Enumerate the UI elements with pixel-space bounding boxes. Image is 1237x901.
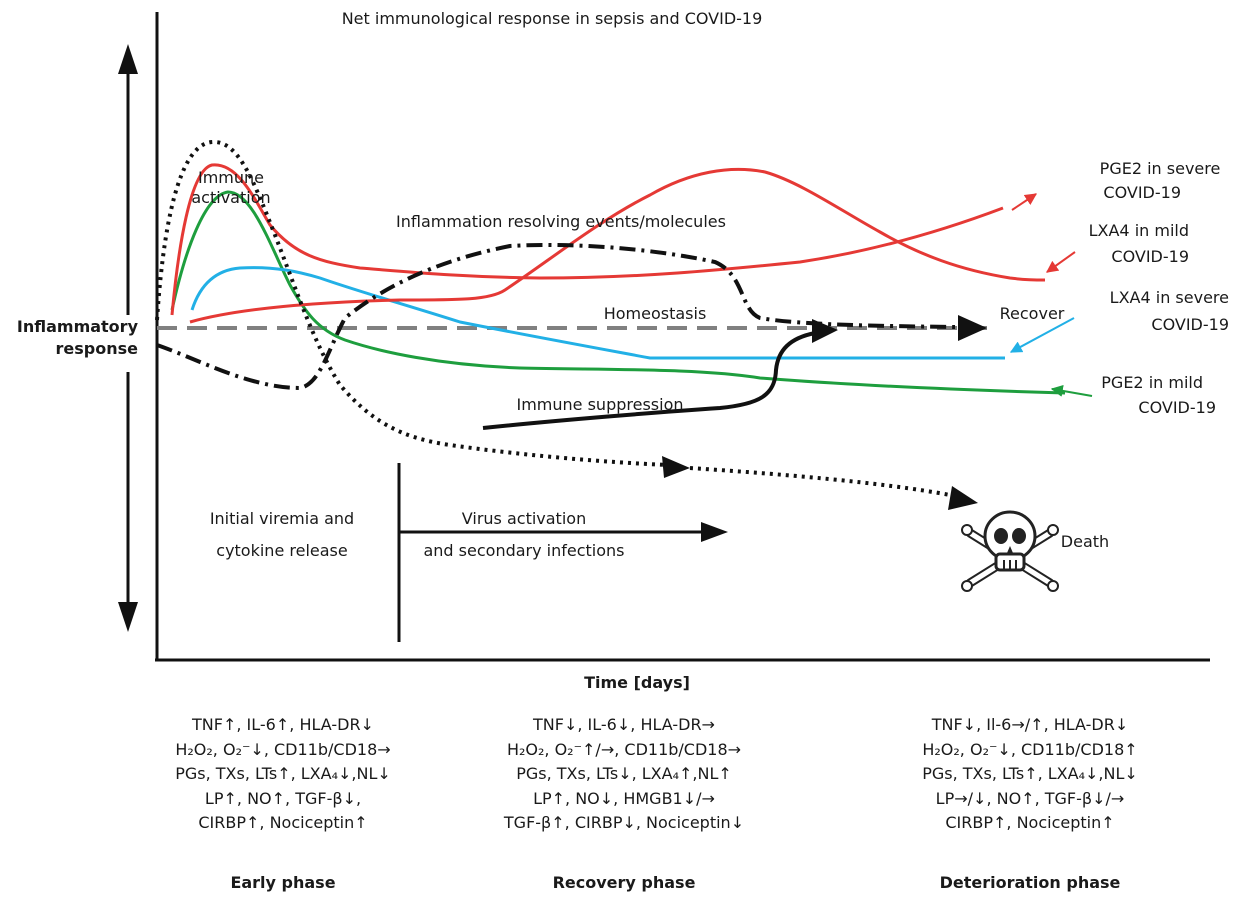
marker-line: H₂O₂, O₂⁻↓, CD11b/CD18→ [175,739,391,759]
legend-lxa4-mild-2: COVID-19 [1111,247,1189,266]
x-axis-label: Time [days] [584,673,690,692]
recovery-phase-title: Recovery phase [552,873,696,892]
label-immune-activation-1: Immune [198,168,264,187]
arrow-head-recover [958,315,987,341]
label-homeostasis: Homeostasis [604,304,707,323]
legend-lxa4-mild-1: LXA4 in mild [1089,221,1189,240]
virus-activation-arrow-head [701,522,728,542]
legend-pge2-mild-2: COVID-19 [1138,398,1216,417]
early-phase-markers: TNF↑, IL-6↑, HLA-DR↓ H₂O₂, O₂⁻↓, CD11b/C… [133,713,433,836]
curve-lxa4-mild [170,163,1004,316]
label-inflammation-resolving: Inflammation resolving events/molecules [396,212,726,231]
arrow-head-immune-suppression [812,319,838,343]
legend-arrow-lxa4-mild [1046,251,1076,273]
label-recover: Recover [1000,304,1065,323]
label-death: Death [1061,532,1109,551]
marker-line: PGs, TXs, LTs↓, LXA₄↑,NL↑ [516,764,732,783]
deterioration-phase-markers: TNF↓, Il-6→/↑, HLA-DR↓ H₂O₂, O₂⁻↓, CD11b… [880,713,1180,836]
marker-line: H₂O₂, O₂⁻↓, CD11b/CD18↑ [922,739,1138,759]
curve-death-dotted-1 [155,139,669,467]
y-axis-label-line1: Inflammatory [17,317,139,336]
legend-lxa4-severe-1: LXA4 in severe [1110,288,1229,307]
arrow-head-death-end [948,486,978,510]
curve-resolving-dashdot [156,242,956,391]
marker-line: LP↑, NO↓, HMGB1↓/→ [533,788,715,808]
label-virus-activation-1: Virus activation [462,509,586,528]
deterioration-phase-title: Deterioration phase [939,873,1121,892]
label-viremia-2: cytokine release [216,541,347,560]
legend-arrow-lxa4-severe [1009,317,1075,353]
diagram-title: Net immunological response in sepsis and… [342,9,763,28]
early-phase-title: Early phase [230,873,336,892]
legend-arrow-pge2-severe [1011,193,1037,211]
arrow-head-death-mid [662,456,690,478]
marker-line: PGs, TXs, LTs↑, LXA₄↓,NL↓ [175,764,391,783]
curve-pge2-severe [189,167,1046,324]
marker-line: TNF↑, IL-6↑, HLA-DR↓ [192,715,374,734]
curve-immune-suppression [482,331,816,430]
marker-line: LP↑, NO↑, TGF-β↓, [204,788,362,808]
marker-line: PGs, TXs, LTs↑, LXA₄↓,NL↓ [922,764,1138,783]
curve-pge2-mild [170,190,1066,395]
label-immune-suppression: Immune suppression [516,395,683,414]
label-viremia-1: Initial viremia and [210,509,354,528]
skull-crossbones-icon [961,510,1059,592]
curve-lxa4-severe [190,266,1005,360]
legend-arrow-pge2-mild [1050,384,1093,397]
marker-line: TNF↓, Il-6→/↑, HLA-DR↓ [931,715,1129,734]
marker-line: TNF↓, IL-6↓, HLA-DR→ [533,715,715,734]
recovery-phase-markers: TNF↓, IL-6↓, HLA-DR→ H₂O₂, O₂⁻↑/→, CD11b… [474,713,774,836]
legend-lxa4-severe-2: COVID-19 [1151,315,1229,334]
y-arrow-down-head [118,602,138,632]
legend-pge2-severe-1: PGE2 in severe [1100,159,1221,178]
y-arrow-up-head [118,44,138,74]
y-axis-label-line2: response [56,339,139,358]
marker-line: CIRBP↑, Nociceptin↑ [945,813,1115,832]
marker-line: H₂O₂, O₂⁻↑/→, CD11b/CD18→ [506,739,742,759]
label-immune-activation-2: activation [191,188,270,207]
marker-line: TGF-β↑, CIRBP↓, Nociceptin↓ [503,813,745,832]
marker-line: LP→/↓, NO↑, TGF-β↓/→ [935,788,1125,808]
marker-line: CIRBP↑, Nociceptin↑ [198,813,368,832]
label-virus-activation-2: and secondary infections [423,541,624,560]
legend-pge2-severe-2: COVID-19 [1103,183,1181,202]
legend-pge2-mild-1: PGE2 in mild [1101,373,1203,392]
curve-death-dotted-2 [689,466,951,497]
